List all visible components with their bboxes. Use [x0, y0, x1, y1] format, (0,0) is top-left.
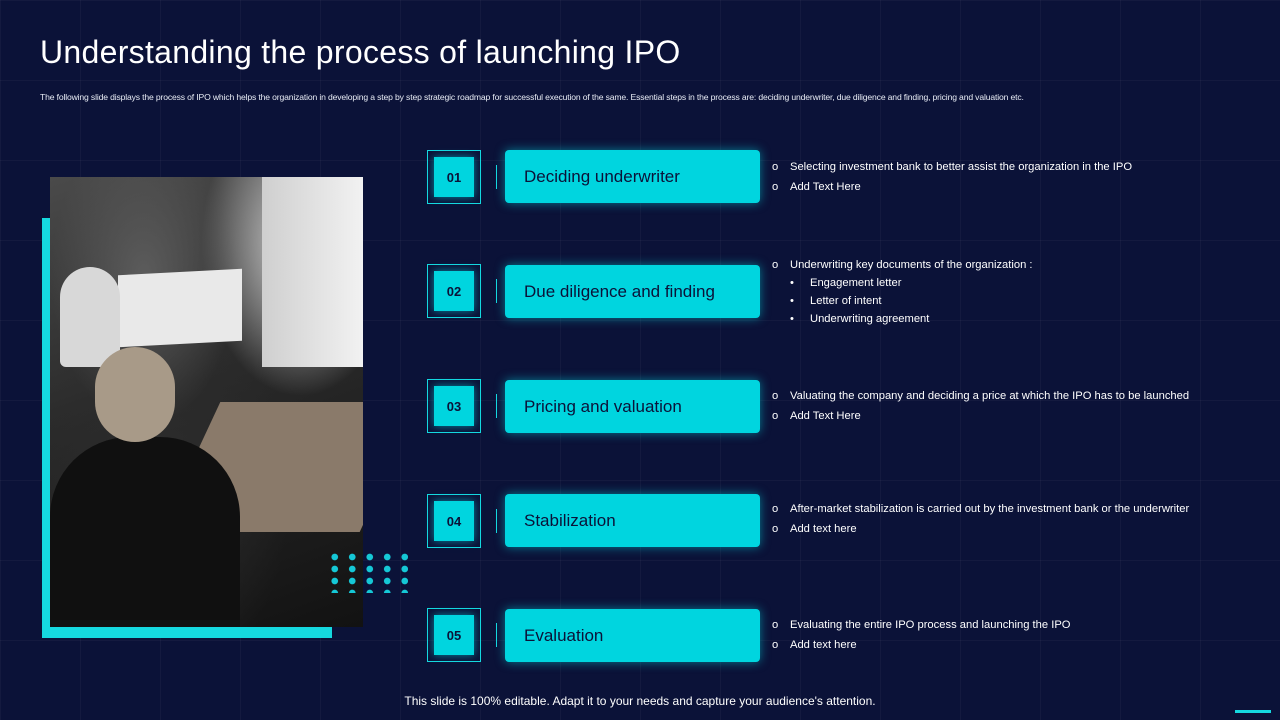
step-label-due-diligence: Due diligence and finding	[505, 265, 760, 318]
step-number-box: 01	[427, 150, 481, 204]
step-connector	[488, 623, 497, 647]
step-connector	[488, 394, 497, 418]
step-number: 04	[434, 501, 474, 541]
slide-subtitle: The following slide displays the process…	[40, 92, 1024, 102]
step-number: 02	[434, 271, 474, 311]
corner-accent-bar	[1235, 710, 1271, 713]
step-connector	[488, 165, 497, 189]
step-connector	[488, 279, 497, 303]
step-label-deciding-underwriter: Deciding underwriter	[505, 150, 760, 203]
step-label-pricing-valuation: Pricing and valuation	[505, 380, 760, 433]
sub-bullet-item: •Underwriting agreement	[790, 313, 930, 325]
step-number: 05	[434, 615, 474, 655]
step-number-box: 02	[427, 264, 481, 318]
step-number: 03	[434, 386, 474, 426]
step-number-box: 03	[427, 379, 481, 433]
step-number-box: 04	[427, 494, 481, 548]
step-number: 01	[434, 157, 474, 197]
footer-note: This slide is 100% editable. Adapt it to…	[404, 694, 876, 708]
step-number-box: 05	[427, 608, 481, 662]
step-connector	[488, 509, 497, 533]
slide-title: Understanding the process of launching I…	[40, 34, 681, 70]
step-label-stabilization: Stabilization	[505, 494, 760, 547]
meeting-photo	[50, 177, 363, 627]
decorative-dots	[326, 551, 408, 593]
sub-bullet-item: •Letter of intent	[790, 295, 882, 307]
sub-bullet-item: •Engagement letter	[790, 277, 902, 289]
step-label-evaluation: Evaluation	[505, 609, 760, 662]
